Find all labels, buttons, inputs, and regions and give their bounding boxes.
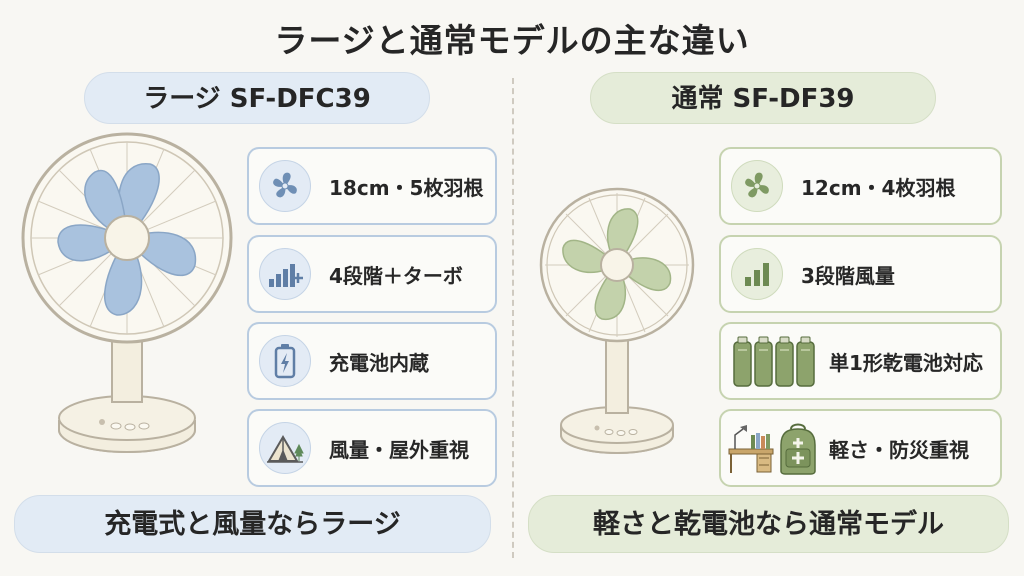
tent-icon: [259, 422, 311, 474]
feature-card-speed: 4段階＋ターボ: [247, 235, 497, 313]
feature-label: 18cm・5枚羽根: [329, 175, 484, 200]
feature-card-blade: 12cm・4枚羽根: [719, 147, 1002, 225]
feature-label: 3段階風量: [801, 263, 895, 288]
feature-card-battery: 充電池内蔵: [247, 322, 497, 400]
feature-card-speed: 3段階風量: [719, 235, 1002, 313]
large-model-label: ラージ SF-DFC39: [84, 72, 430, 124]
standard-model-label: 通常 SF-DF39: [590, 72, 936, 124]
fan-blade-icon: [731, 160, 783, 212]
feature-label: 軽さ・防災重視: [829, 437, 969, 462]
feature-card-disaster: 軽さ・防災重視: [719, 409, 1002, 487]
fan-blade-icon: [259, 160, 311, 212]
feature-label: 充電池内蔵: [329, 350, 429, 375]
page-title: ラージと通常モデルの主な違い: [274, 21, 750, 60]
standard-fan-illustration: [535, 185, 700, 460]
feature-card-blade: 18cm・5枚羽根: [247, 147, 497, 225]
feature-card-battery: 単1形乾電池対応: [719, 322, 1002, 400]
large-fan-illustration: [20, 130, 235, 460]
desk-and-emergency-bag-icon: [727, 422, 821, 475]
large-summary: 充電式と風量ならラージ: [14, 495, 491, 553]
feature-label: 12cm・4枚羽根: [801, 175, 956, 200]
feature-card-outdoor: 風量・屋外重視: [247, 409, 497, 487]
feature-label: 4段階＋ターボ: [329, 263, 463, 288]
standard-summary: 軽さと乾電池なら通常モデル: [528, 495, 1009, 553]
speed-bars-plus-icon: [259, 248, 311, 300]
center-divider: [512, 78, 514, 558]
speed-bars-icon: [731, 248, 783, 300]
dry-cell-batteries-icon: [727, 335, 821, 387]
battery-charge-icon: [259, 335, 311, 387]
feature-label: 単1形乾電池対応: [829, 350, 983, 375]
feature-label: 風量・屋外重視: [329, 437, 469, 462]
